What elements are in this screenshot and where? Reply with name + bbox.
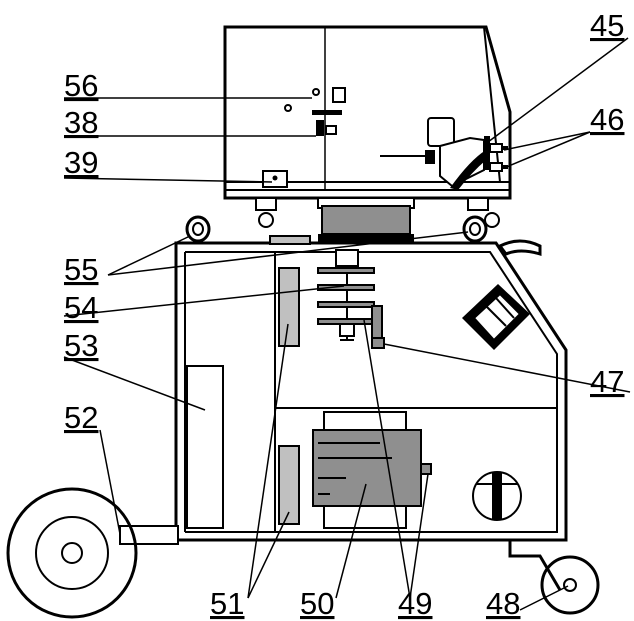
callout-53: 53: [64, 328, 98, 363]
wire-spool-motor: [427, 117, 455, 147]
callout-52: 52: [64, 400, 98, 435]
rectifier-stack: [317, 249, 375, 341]
callout-51: 51: [210, 586, 244, 621]
circuit-board: [278, 267, 300, 347]
callout-39: 39: [64, 145, 98, 180]
switch-icon: [316, 120, 324, 136]
circuit-board: [278, 445, 300, 525]
screw-icon: [284, 104, 292, 112]
turntable-bearing: [321, 205, 411, 235]
lifting-eye: [185, 215, 211, 243]
callout-54: 54: [64, 290, 98, 325]
caster-wheel: [258, 212, 274, 228]
wire-feed-unit: [223, 25, 512, 242]
control-knob: [332, 87, 346, 103]
callout-55: 55: [64, 252, 98, 287]
lifting-eye: [462, 215, 488, 243]
callout-47: 47: [590, 364, 624, 399]
callout-46: 46: [590, 102, 624, 137]
caster-wheel: [484, 212, 500, 228]
callout-56: 56: [64, 68, 98, 103]
callout-48: 48: [486, 586, 520, 621]
main-board: [186, 365, 224, 529]
front-connector: [462, 284, 530, 350]
big-wheel: [6, 487, 138, 619]
transformer: [312, 411, 432, 529]
callout-50: 50: [300, 586, 334, 621]
screw-icon: [312, 88, 320, 96]
callout-38: 38: [64, 105, 98, 140]
swivel-caster: [508, 540, 600, 615]
sensor: [371, 305, 383, 341]
power-unit: [119, 215, 568, 545]
callout-49: 49: [398, 586, 432, 621]
leader-lines: [63, 37, 631, 611]
callout-45: 45: [590, 8, 624, 43]
